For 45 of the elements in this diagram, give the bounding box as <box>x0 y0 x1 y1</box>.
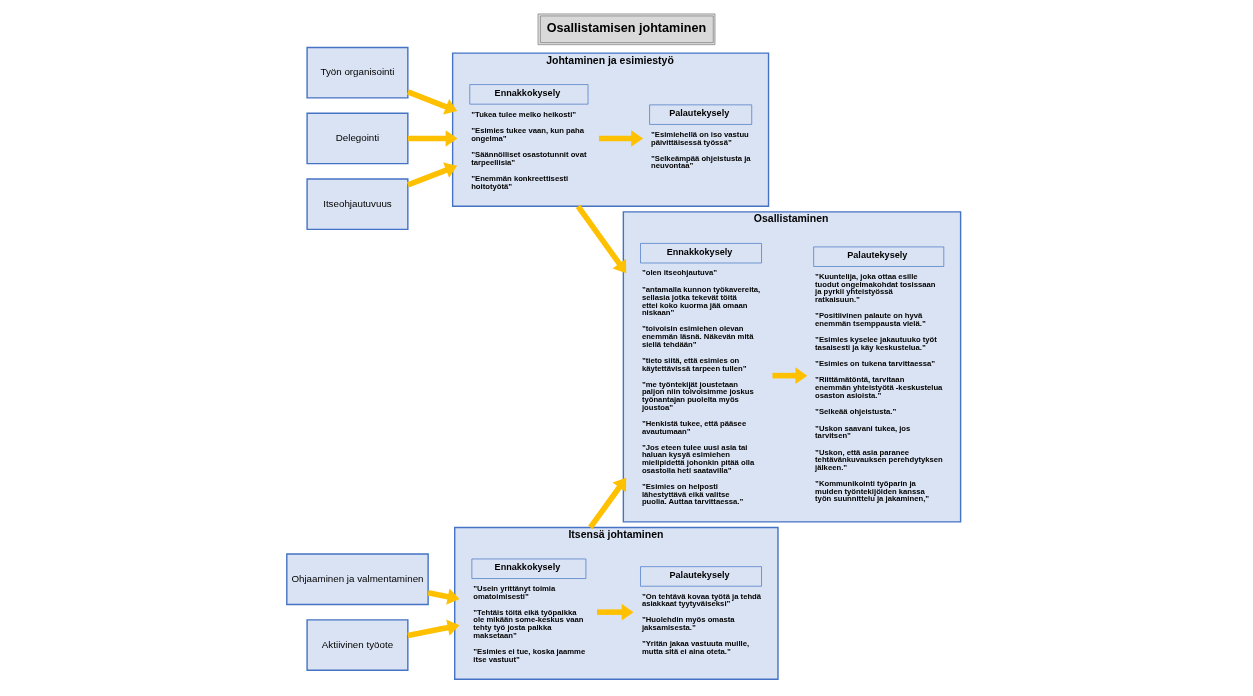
node-label: ”Esimies ei tue, koska jaamme itse vastuut” <box>473 646 586 664</box>
node-box: Työn organisointi <box>306 46 409 99</box>
arrow <box>407 619 460 639</box>
node-label: ”Yritän jakaa vastuuta muille, mutta sitä ei aina oteta.” <box>641 639 750 656</box>
arrow <box>406 162 458 188</box>
arrow <box>427 588 460 605</box>
node-label: ”Esimies kyselee jakautuuko työt tasaisesti ja käy keskustelua.” <box>815 334 937 352</box>
diagram-title: Osallistamisen johtaminen <box>546 20 707 35</box>
node-label: ”Uskon, että asia paranee tehtävänkuvauksen perehdytyksen jälkeen.” <box>815 447 943 472</box>
node-label: ”Selkeää ohjeistusta.” <box>815 406 897 416</box>
arrow <box>598 130 644 147</box>
arrow <box>588 477 627 530</box>
arrow <box>596 603 634 621</box>
arrow <box>575 204 627 274</box>
node-label: ”Huolehdin myös omasta jaksamisesta.” <box>641 615 735 633</box>
node-label: ”olen itseohjautuva” <box>641 268 718 278</box>
node-label: ”On tehtävä kovaa työtä ja tehdä asiakkaat tyytyväiseksi” <box>641 591 762 609</box>
node-label: ”me työntekijät joustetaan paljon niin toivoisimme joskus työnantajan puolelta myös joustoa” <box>641 379 754 412</box>
node-label: ”Tehtäis töitä eikä työpaikka ole mikään some-keskus vaan tehty työ josta palkka maksetaan” <box>473 607 584 640</box>
node-box: Itseohjautuvuus <box>306 178 409 231</box>
node-label: ”Uskon saavani tukea, jos tarvitsen” <box>815 423 911 441</box>
node-label: ”Usein yrittänyt toimia omatoimisesti” <box>473 584 556 601</box>
node-label: ”Enemmän konkreettisesti hoitotyötä” <box>471 173 569 191</box>
node-box: Delegointi <box>306 112 409 165</box>
node-label: ”Säännölliset osastotunnit ovat tarpeellisia” <box>471 150 587 167</box>
node-box: Aktiivinen työote <box>306 619 409 671</box>
node-label: ”Kommunikointi työparin ja muiden työntekijöiden kanssa työn suunnittelu ja jakaminen,” <box>815 479 930 504</box>
arrow <box>407 130 458 147</box>
node-label: ”Esimiehellä on iso vastuu päivittäisessä työssä” <box>650 129 749 147</box>
node-label: ”Tukea tulee melko heikosti” <box>471 109 577 119</box>
arrow <box>406 89 458 115</box>
node-label: ”Esimies on tukena tarvittaessa” <box>815 358 936 368</box>
node-label: ”antamalla kunnon työkavereita, sellasia jotka tekevät töitä ettei koko kuorma jää omaan niskaan” <box>641 285 761 318</box>
node-label: ”Selkeämpää ohjeistusta ja neuvontaa” <box>650 153 751 171</box>
node-label: ”Jos eteen tulee uusi asia tai haluan kysyä esimiehen mielipidettä johonkin pitää olla osastolla heti saatavilla” <box>641 442 755 475</box>
node-label: ”Kuuntelija, joka ottaa esille tuodut ongelmakohdat tosissaan ja pyrkii yhteistyössä ratkaisuun.” <box>815 271 936 305</box>
node-label: ”Esimies on helposti lähestyttävä eikä valitse puolia. Auttaa tarvittaessa.” <box>641 481 744 507</box>
arrow <box>772 367 808 384</box>
node-label: ”Riittämätöntä, tarvitaan enemmän yhteistyötä -keskustelua osaston asioista.” <box>815 375 943 400</box>
node-label: ”tieto siitä, että esimies on käytettävissä tarpeen tullen” <box>641 355 747 373</box>
node-label: ”Esimies tukee vaan, kun paha ongelma” <box>471 126 584 144</box>
node-label: ”Henkistä tukee, että pääsee avautumaan” <box>641 418 747 436</box>
node-label: ”toivoisin esimiehen olevan enemmän läsnä. Näkevän mitä siellä tehdään” <box>641 324 754 349</box>
node-box: Ohjaaminen ja valmentaminen <box>286 553 429 606</box>
node-label: ”Positiivinen palaute on hyvä enemmän tsemppausta vielä.” <box>815 311 926 328</box>
